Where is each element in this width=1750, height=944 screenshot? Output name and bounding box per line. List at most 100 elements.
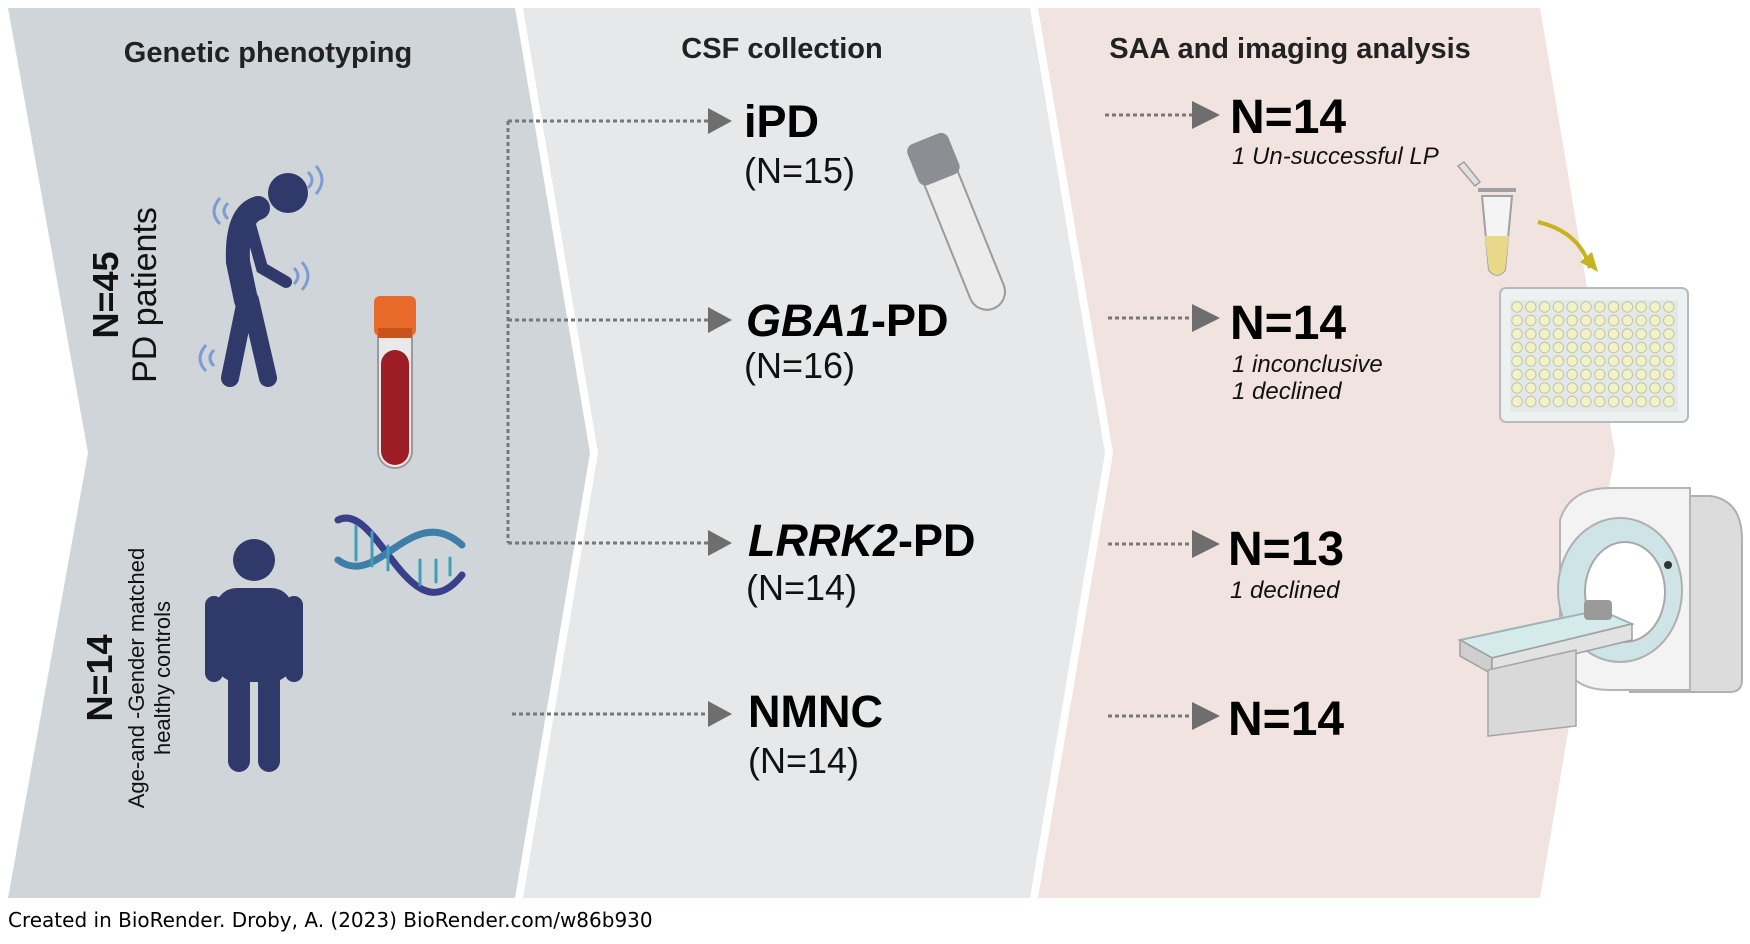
group-nmnc-count: (N=14)	[748, 740, 859, 781]
group-lrrk2-gene: LRRK2	[748, 515, 898, 566]
result-gba1: N=14	[1230, 297, 1346, 350]
credit-line: Created in BioRender. Droby, A. (2023) B…	[8, 908, 653, 932]
plate-well	[1649, 314, 1661, 327]
plate-well	[1580, 314, 1592, 327]
plate-well	[1538, 301, 1551, 313]
cohort-hc-label: N=14 Age-and -Gender matched healthy con…	[79, 548, 175, 809]
plate-well	[1511, 382, 1523, 394]
panel-genetic-phenotyping	[8, 8, 590, 898]
group-lrrk2-count: (N=14)	[746, 567, 857, 608]
plate-well	[1580, 382, 1592, 394]
plate-well	[1594, 328, 1606, 340]
plate-well	[1635, 314, 1647, 327]
plate-well	[1552, 395, 1565, 408]
group-gba1-gene: GBA1	[746, 295, 871, 346]
plate-well	[1649, 395, 1661, 408]
group-lrrk2-name: LRRK2-PD	[748, 515, 976, 566]
plate-well	[1511, 314, 1523, 327]
plate-well	[1621, 355, 1634, 367]
plate-well	[1663, 382, 1675, 394]
plate-well	[1566, 341, 1578, 354]
plate-well	[1594, 355, 1606, 367]
header-genetic-phenotyping: Genetic phenotyping	[124, 37, 412, 69]
result-gba1-note-2: 1 declined	[1232, 378, 1342, 405]
plate-well	[1538, 395, 1551, 408]
plate-well	[1635, 368, 1647, 381]
cohort-pd-label: N=45 PD patients	[85, 207, 164, 383]
plate-well	[1649, 301, 1661, 313]
result-lrrk2: N=13	[1228, 523, 1344, 576]
plate-well	[1580, 368, 1592, 381]
result-lrrk2-note-1: 1 declined	[1230, 577, 1340, 604]
plate-well	[1566, 382, 1578, 394]
plate-well	[1635, 382, 1647, 394]
plate-well	[1607, 301, 1620, 313]
plate-well	[1663, 395, 1675, 408]
group-gba1-suffix: -PD	[871, 295, 949, 346]
group-gba1-count: (N=16)	[744, 345, 855, 386]
plate-well	[1607, 341, 1620, 354]
plate-well	[1621, 395, 1634, 408]
plate-well	[1580, 341, 1592, 354]
plate-well	[1511, 301, 1523, 313]
plate-well	[1663, 314, 1675, 327]
plate-well	[1663, 368, 1675, 381]
group-gba1-name: GBA1-PD	[746, 295, 949, 346]
plate-well	[1525, 328, 1537, 340]
connector-arrowheads	[708, 108, 732, 727]
plate-well	[1621, 382, 1634, 394]
group-lrrk2-suffix: -PD	[898, 515, 976, 566]
plate-well	[1621, 314, 1634, 327]
plate-well	[1511, 355, 1523, 367]
plate-well	[1649, 328, 1661, 340]
parkinson-patient-icon	[198, 165, 324, 387]
plate-well	[1566, 355, 1578, 367]
plate-well	[1663, 341, 1675, 354]
plate-well	[1552, 355, 1565, 367]
plate-well	[1635, 395, 1647, 408]
plate-well	[1538, 341, 1551, 354]
group-ipd-count: (N=15)	[744, 150, 855, 191]
group-nmnc-name: NMNC	[748, 686, 883, 737]
plate-well	[1594, 368, 1606, 381]
plate-well	[1594, 395, 1606, 408]
svg-text:PD patients: PD patients	[126, 207, 164, 383]
plate-well	[1621, 328, 1634, 340]
plate-well	[1580, 395, 1592, 408]
plate-well	[1635, 301, 1647, 313]
plate-well	[1607, 368, 1620, 381]
plate-well	[1525, 341, 1537, 354]
plate-well	[1511, 328, 1523, 340]
plate-well	[1566, 301, 1578, 313]
svg-text:Age-and -Gender matched: Age-and -Gender matched	[124, 548, 149, 809]
plate-well	[1525, 314, 1537, 327]
plate-well	[1663, 328, 1675, 340]
plate-well	[1552, 341, 1565, 354]
plate-well	[1607, 314, 1620, 327]
csf-tube-icon	[907, 132, 1006, 311]
saa-connector-lines	[1105, 113, 1195, 718]
plate-well	[1511, 368, 1523, 381]
plate-well	[1594, 341, 1606, 354]
plate-well	[1594, 301, 1606, 313]
result-nmnc: N=14	[1228, 693, 1344, 746]
plate-well	[1635, 328, 1647, 340]
result-gba1-note-1: 1 inconclusive	[1232, 351, 1383, 378]
plate-well	[1663, 301, 1675, 313]
plate-well	[1566, 395, 1578, 408]
plate-well	[1580, 301, 1592, 313]
plate-well	[1580, 328, 1592, 340]
plate-well	[1580, 355, 1592, 367]
plate-well	[1663, 355, 1675, 367]
plate-well	[1525, 301, 1537, 313]
plate-well	[1525, 368, 1537, 381]
plate-well	[1538, 355, 1551, 367]
plate-well	[1525, 355, 1537, 367]
plate-well	[1525, 395, 1537, 408]
saa-connector-arrowheads	[1192, 101, 1220, 730]
dna-icon	[334, 514, 466, 596]
plate-well	[1621, 368, 1634, 381]
plate-well	[1607, 328, 1620, 340]
well-plate-icon	[1499, 287, 1689, 423]
